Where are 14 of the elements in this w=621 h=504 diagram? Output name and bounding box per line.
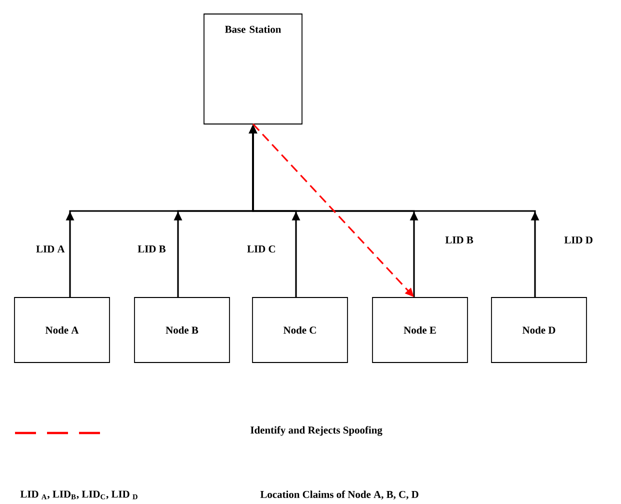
station-box: Base Station: [204, 14, 302, 124]
legend-text: Identify and Rejects Spoofing: [250, 426, 382, 436]
node-box: Node B: [134, 297, 230, 363]
node-box: Node C: [252, 297, 348, 363]
edge-label: LID B: [445, 236, 474, 244]
note-text: LID $_{A}$, LID$_{B}$, LID$_{C}$, LID $_{D}$: [20, 490, 138, 500]
node-box: Node A: [14, 297, 110, 363]
edge-label: LID D: [564, 236, 592, 244]
node-box: Node E: [372, 297, 468, 363]
edge-label: LID B: [138, 246, 166, 252]
node-box: Node D: [491, 297, 587, 363]
edge-label: LID A: [36, 246, 65, 252]
edge-label: LID C: [247, 245, 275, 253]
note-text: Location Claims of Node A, B, C, D: [260, 490, 418, 500]
